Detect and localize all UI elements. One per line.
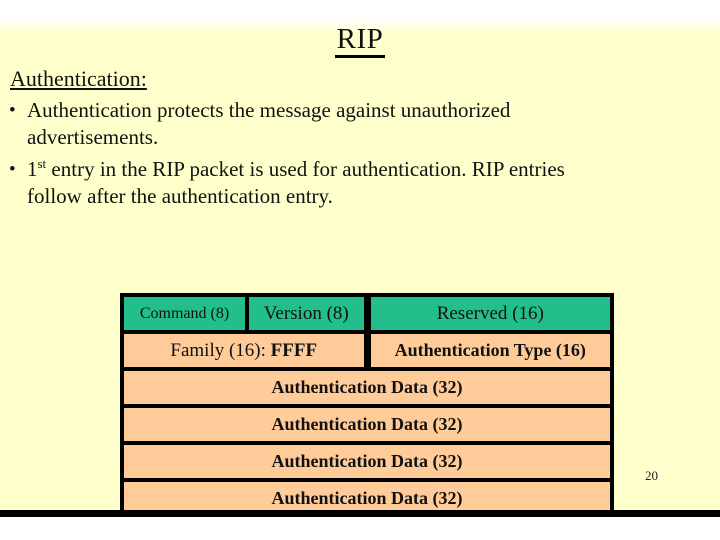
field-command: Command (8) — [120, 293, 249, 334]
diagram-header-row: Command (8) Version (8) Reserved (16) — [120, 293, 614, 334]
diagram-data-row: Authentication Data (32) — [120, 404, 614, 445]
slide-bottom-border — [0, 510, 720, 517]
bullet-item-1: • Authentication protects the message ag… — [7, 97, 697, 151]
bullet-2-ordinal: 1 — [27, 157, 38, 181]
field-version: Version (8) — [245, 293, 369, 334]
bullet-list: • Authentication protects the message ag… — [7, 97, 697, 215]
slide-title: RIP — [334, 24, 386, 59]
section-heading: Authentication: — [10, 66, 147, 91]
field-auth-data-2: Authentication Data (32) — [120, 404, 614, 445]
page-number: 20 — [645, 468, 658, 483]
bullet-2-line-2: follow after the authentication entry. — [27, 184, 333, 208]
rip-packet-diagram: Command (8) Version (8) Reserved (16) Fa… — [120, 293, 614, 519]
bullet-1-line-2: advertisements. — [27, 125, 159, 149]
bullet-glyph: • — [9, 100, 16, 121]
family-label: Family (16): — [170, 339, 271, 361]
bullet-2-line-1: entry in the RIP packet is used for auth… — [46, 157, 565, 181]
diagram-data-row: Authentication Data (32) — [120, 441, 614, 482]
family-value: FFFF — [270, 339, 318, 361]
diagram-family-row: Family (16): FFFF Authentication Type (1… — [120, 330, 614, 371]
bullet-item-2: • 1st entry in the RIP packet is used fo… — [7, 156, 697, 210]
field-reserved: Reserved (16) — [363, 293, 614, 334]
footer-margin — [0, 517, 720, 540]
bullet-1-line-1: Authentication protects the message agai… — [27, 98, 511, 122]
field-auth-data-3: Authentication Data (32) — [120, 441, 614, 482]
bullet-2-ordinal-suffix: st — [37, 156, 47, 171]
field-family: Family (16): FFFF — [120, 330, 369, 371]
field-auth-type: Authentication Type (16) — [363, 330, 614, 371]
diagram-data-row: Authentication Data (32) — [120, 367, 614, 408]
bullet-glyph: • — [9, 159, 16, 180]
field-auth-data-1: Authentication Data (32) — [120, 367, 614, 408]
title-area: RIP — [0, 24, 720, 59]
